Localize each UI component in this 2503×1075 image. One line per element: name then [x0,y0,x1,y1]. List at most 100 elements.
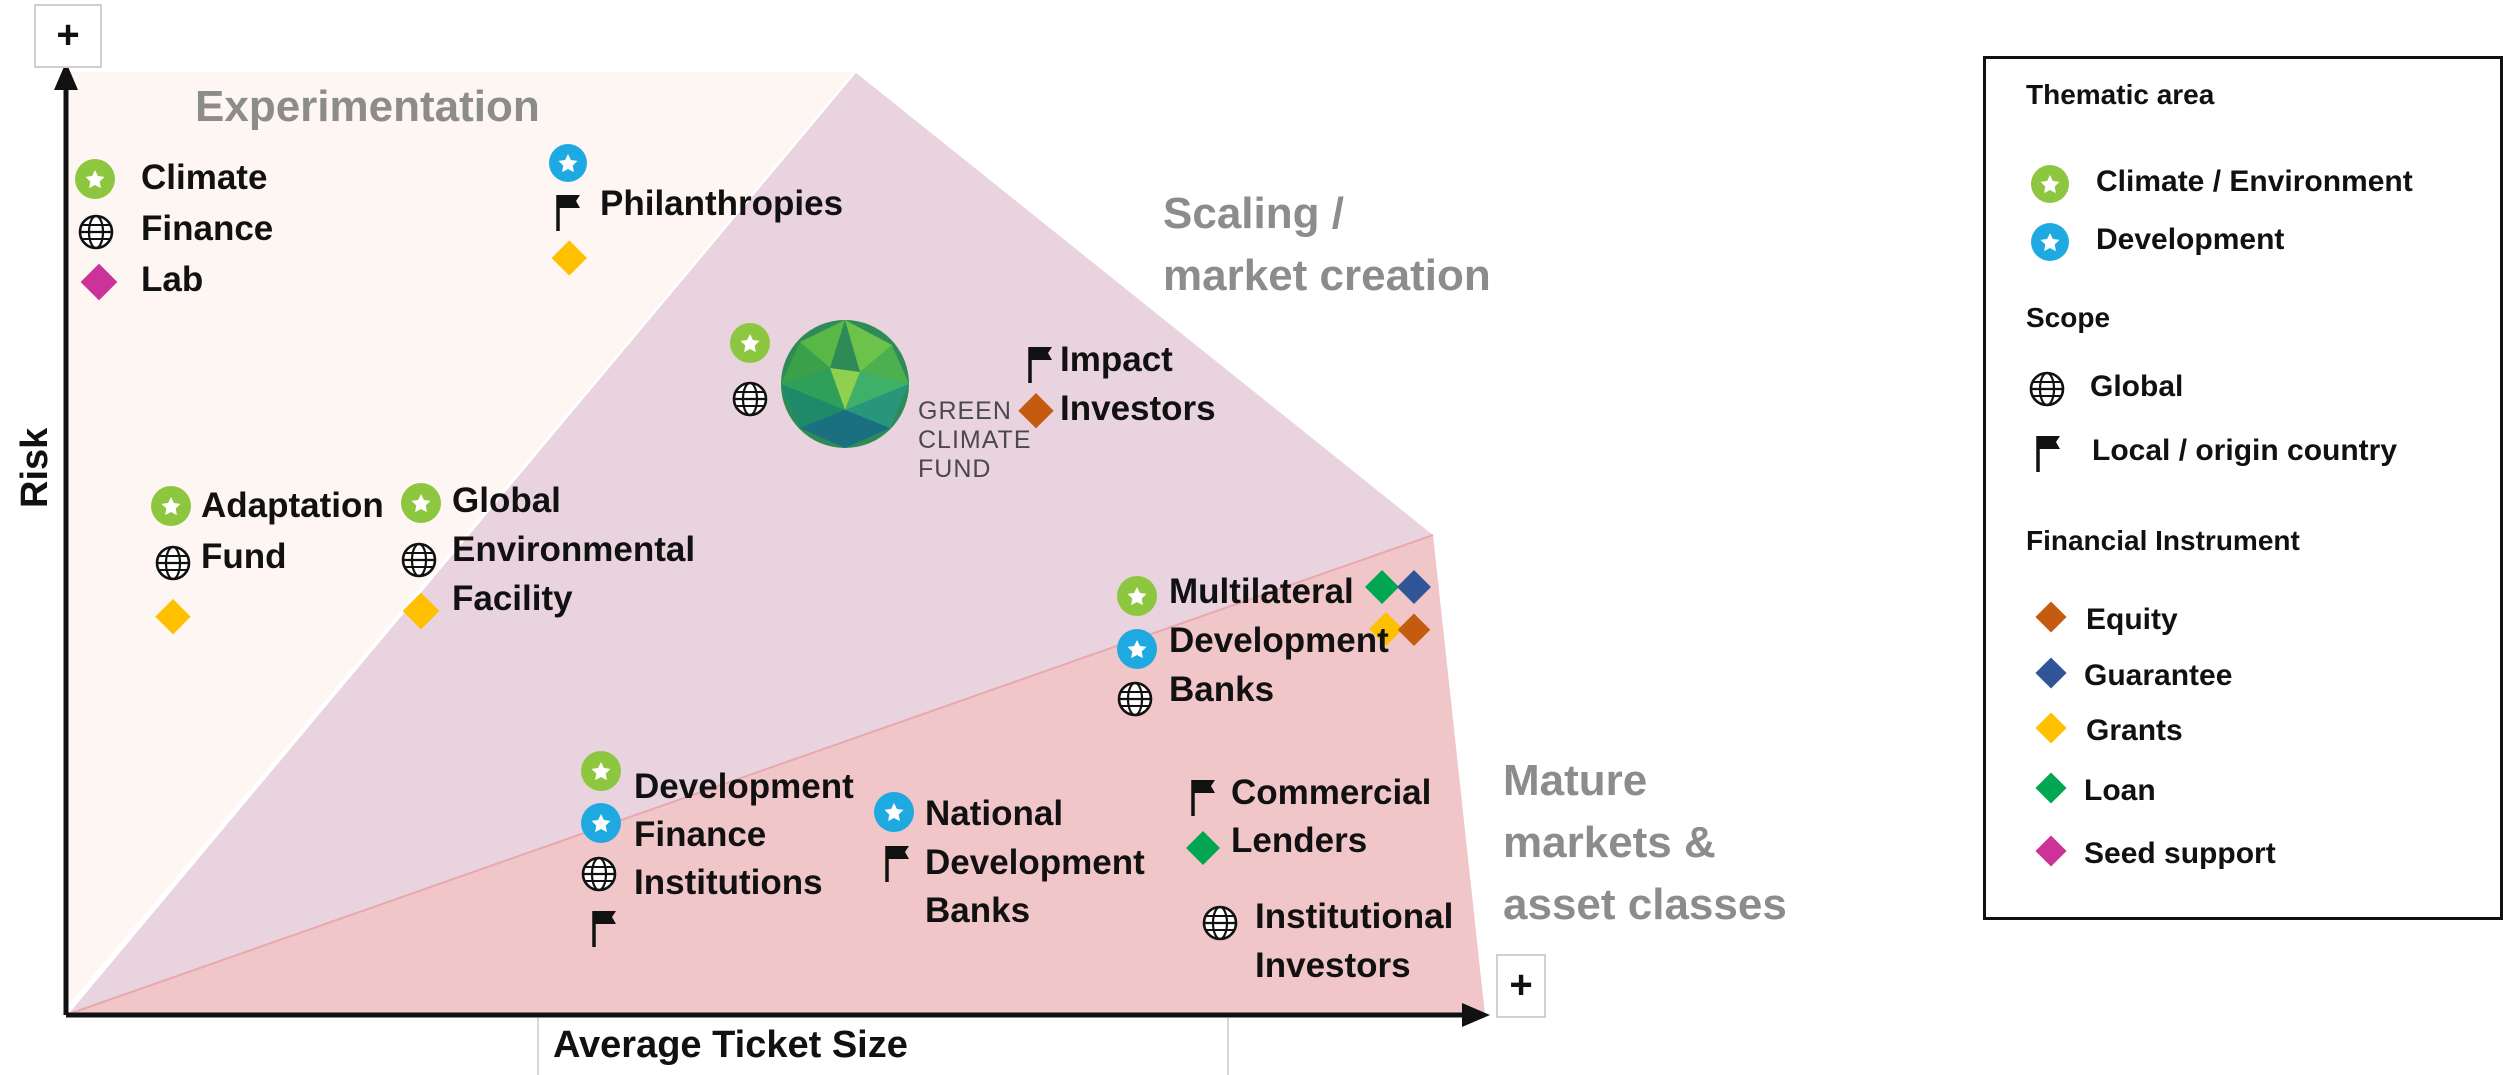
zone-label-scaling-1: Scaling / [1163,189,1344,238]
globe-icon [1202,905,1238,941]
zone-label-mature-3: asset classes [1503,880,1787,929]
climate-finance-lab-line-3: Lab [141,260,204,299]
globe-icon [155,545,191,581]
mdb-line-2: Development [1169,621,1389,660]
legend-item-equity: Equity [2086,603,2178,636]
climate-star-icon [151,486,191,526]
y-axis-arrowhead [54,62,78,90]
x-axis-plus: + [1496,954,1546,1018]
legend-item-loan: Loan [2084,774,2156,807]
legend-thematic-title: Thematic area [2026,79,2215,110]
ndb-line-1: National [925,794,1064,833]
legend: Thematic area Climate / Environment Deve… [1983,56,2503,920]
zone-label-scaling-2: market creation [1163,251,1491,300]
development-star-icon [2031,223,2069,261]
flag-icon [1191,778,1217,818]
adaptation-fund-line-1: Adaptation [201,486,384,525]
mdb-line-1: Multilateral [1169,572,1354,611]
legend-scope-title: Scope [2026,302,2111,333]
zone-label-experimentation: Experimentation [195,82,540,131]
flag-icon [2036,436,2060,472]
gef-line-2: Environmental [452,530,696,569]
green-climate-fund-globe-logo [781,320,909,448]
loan-diamond-icon [1365,570,1399,604]
gef-line-1: Global [452,481,561,520]
legend-instrument-title: Financial Instrument [2026,525,2300,556]
mdb-line-3: Banks [1169,670,1275,709]
equity-diamond-icon [1397,613,1431,646]
climate-star-icon [401,483,441,523]
climate-star-icon [1117,576,1157,616]
climate-star-icon [2031,165,2069,203]
green-climate-fund-logo-text-1: GREEN [918,397,1012,425]
flag-icon [1028,345,1054,385]
loan-diamond-icon [1186,831,1220,865]
zone-scaling [66,72,1433,1015]
zone-divider-upper [65,71,856,1016]
grants-diamond-icon [402,592,440,630]
x-axis-arrowhead [1462,1003,1490,1027]
climate-finance-lab-line-2: Finance [141,209,274,248]
guarantee-diamond-icon [2035,657,2067,689]
legend-item-grants: Grants [2086,714,2183,747]
flag-icon [556,193,582,233]
dfi-line-1: Development [634,767,854,806]
adaptation-fund-line-2: Fund [201,537,287,576]
green-climate-fund-logo-text-2: CLIMATE [918,426,1032,454]
commercial-lenders-line-1: Commercial [1231,773,1432,812]
development-star-icon [549,144,587,182]
legend-item-development: Development [2096,223,2285,256]
seed-support-diamond-icon [2035,835,2067,867]
legend-item-seed-support: Seed support [2084,837,2276,870]
gef-line-3: Facility [452,579,573,618]
y-axis-plus: + [34,4,102,68]
guarantee-diamond-icon [1397,570,1431,604]
grants-diamond-icon [1369,612,1403,646]
legend-item-climate: Climate / Environment [2096,165,2413,198]
commercial-lenders-line-2: Lenders [1231,821,1368,860]
globe-icon [732,381,768,417]
equity-diamond-icon [1018,393,1054,429]
grants-diamond-icon [155,599,191,635]
legend-item-local: Local / origin country [2092,434,2398,467]
development-star-icon [874,792,914,832]
flag-icon [592,909,618,949]
legend-item-global: Global [2090,370,2184,403]
x-axis-title: Average Ticket Size [553,1024,908,1066]
seed-support-diamond-icon [80,263,118,301]
zone-label-mature-1: Mature [1503,756,1648,805]
impact-investors-line-2: Investors [1060,389,1216,428]
equity-diamond-icon [2035,601,2067,633]
grants-diamond-icon [551,240,587,276]
dfi-line-3: Institutions [634,863,823,902]
institutional-investors-line-2: Investors [1255,946,1411,985]
climate-star-icon [730,323,770,363]
climate-star-icon [581,751,621,791]
ndb-line-2: Development [925,843,1145,882]
flag-icon [885,844,911,884]
ndb-line-3: Banks [925,891,1031,930]
legend-item-guarantee: Guarantee [2084,659,2233,692]
globe-icon [1117,681,1153,717]
globe-icon [401,542,437,578]
institutional-investors-line-1: Institutional [1255,897,1454,936]
zone-divider-lower [65,534,1434,1016]
development-star-icon [1117,629,1157,669]
climate-finance-lab-line-1: Climate [141,158,268,197]
globe-icon [2029,371,2065,407]
legend-icons-svg [2029,165,2069,867]
impact-investors-line-1: Impact [1060,340,1173,379]
development-star-icon [581,803,621,843]
green-climate-fund-logo-text-3: FUND [918,455,992,483]
dfi-line-2: Finance [634,815,767,854]
climate-star-icon [75,159,115,199]
loan-diamond-icon [2035,772,2067,804]
philanthropies-label: Philanthropies [600,184,844,223]
grants-diamond-icon [2035,712,2067,744]
zone-label-mature-2: markets & [1503,818,1716,867]
globe-icon [581,856,617,892]
globe-icon [78,214,114,250]
